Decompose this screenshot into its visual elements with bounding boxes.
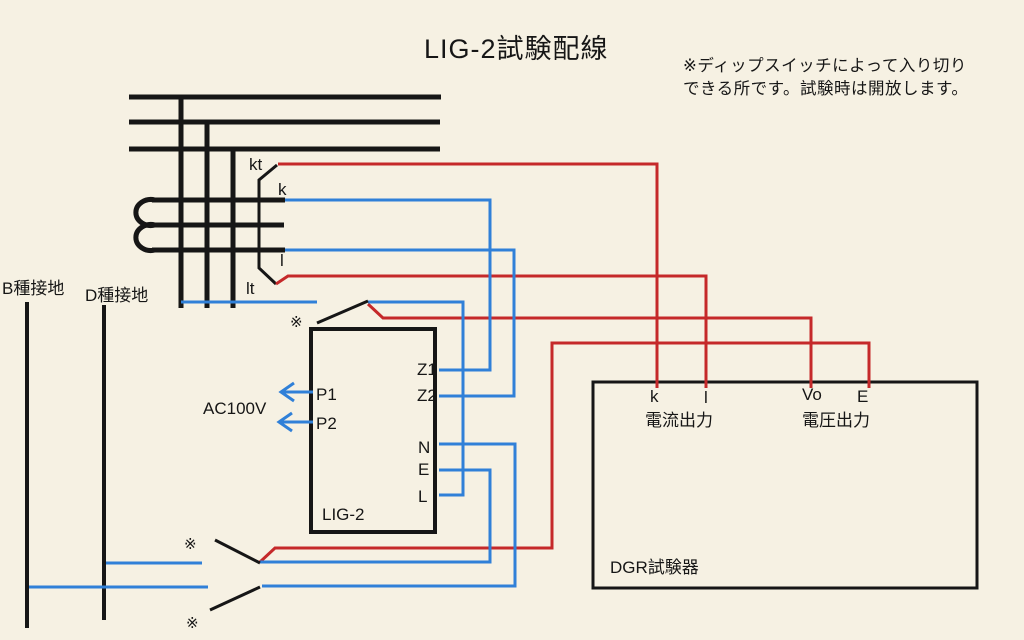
blue-wires [29, 198, 517, 589]
dgr-current-output-label: 電流出力 [645, 411, 713, 430]
wire-zct-l-to-z2 [285, 248, 516, 398]
switch-mark-bottom-2: ※ [186, 615, 199, 632]
ac-supply: AC100V [203, 381, 313, 433]
zct-test-winding [257, 163, 278, 286]
lig2-name-label: LIG-2 [322, 505, 365, 524]
lig2-z1-label: Z1 [417, 360, 437, 379]
dgr-outline [591, 380, 979, 590]
page-title: LIG-2試験配線 [424, 34, 609, 64]
zct-k-label: k [278, 180, 287, 199]
ground-lines: B種接地 D種接地 [2, 279, 148, 628]
dgr-e-label: E [857, 387, 868, 406]
lig2-p2-label: P2 [316, 414, 337, 433]
wire-switch-to-dgr-e [258, 341, 871, 564]
ground-b-label: B種接地 [2, 279, 64, 298]
dgr-box: DGR試験器 k l Vo E 電流出力 電圧出力 [591, 380, 979, 590]
lig2-p1-label: P1 [316, 385, 337, 404]
switch-blade-bottom-1 [214, 538, 261, 565]
dgr-k-label: k [650, 387, 659, 406]
switch-mark-top: ※ [290, 314, 303, 331]
switch-mark-bottom-1: ※ [184, 536, 197, 553]
dgr-voltage-output-label: 電圧出力 [802, 411, 870, 430]
ground-d-label: D種接地 [85, 286, 148, 305]
p1-arrow-icon [278, 381, 313, 403]
switch-blade-top [316, 299, 369, 325]
wire-switch-to-l-terminal [368, 300, 465, 497]
red-wires [258, 162, 871, 564]
ac100v-label: AC100V [203, 399, 267, 418]
wire-lt-to-dgr-l [275, 274, 708, 388]
dgr-l-label: l [704, 388, 708, 407]
wire-zct-k-to-z1 [285, 198, 492, 372]
switch-blade-bottom-2 [209, 585, 261, 612]
wire-e-to-switch [260, 468, 492, 564]
zct-lt-label: lt [246, 279, 255, 298]
lig2-box: LIG-2 P1 P2 Z1 Z2 N E L [309, 327, 437, 534]
dip-switch-note: ※ディップスイッチによって入り切りできる所です。試験時は開放します。 [683, 57, 969, 99]
lig2-n-label: N [418, 438, 430, 457]
lig2-l-label: L [418, 487, 427, 506]
dgr-vo-label: Vo [802, 385, 822, 404]
wire-kt-to-dgr-k [278, 162, 659, 388]
lig2-e-label: E [418, 460, 429, 479]
zct-l-label: l [280, 251, 284, 270]
wire-n-to-switch [262, 442, 517, 588]
p2-arrow-icon [276, 411, 313, 433]
zct: kt k l lt [133, 155, 287, 298]
dgr-name-label: DGR試験器 [610, 558, 699, 577]
wire-switch-to-dgr-vo [366, 302, 813, 388]
lig2-outline [309, 327, 437, 534]
lig2-z2-label: Z2 [417, 386, 437, 405]
dip-switches: ※ ※ ※ [184, 299, 369, 632]
zct-kt-label: kt [249, 155, 263, 174]
